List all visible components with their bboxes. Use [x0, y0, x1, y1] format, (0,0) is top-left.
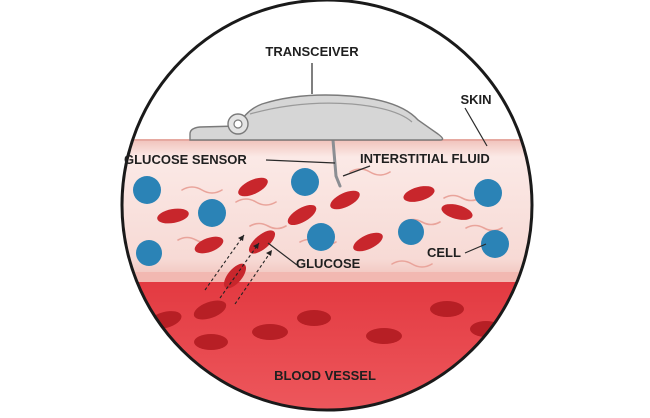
strand	[465, 224, 503, 232]
vessel-wall	[122, 272, 532, 282]
glucose-molecule	[441, 204, 473, 220]
transceiver-knob-center	[233, 119, 243, 129]
strand	[235, 198, 277, 206]
skin-leader	[464, 107, 488, 147]
circle-outline	[120, 0, 534, 412]
glucose-sensor-filament	[331, 138, 342, 188]
cell-leader	[464, 243, 487, 254]
interstitial-fluid-label: INTERSTITIAL FLUID	[360, 151, 490, 166]
cell	[307, 223, 335, 251]
blood-cell	[297, 310, 331, 326]
transceiver-body	[189, 94, 444, 141]
diffusion-arrow	[219, 242, 260, 299]
cell	[198, 199, 226, 227]
arrowhead	[266, 250, 272, 256]
blood-cell	[252, 324, 288, 340]
diffusion-arrow	[204, 234, 245, 291]
cell	[398, 219, 424, 245]
glucose-sensor-label: GLUCOSE SENSOR	[124, 152, 247, 167]
arrowhead	[253, 243, 259, 249]
glucose-molecule	[194, 236, 224, 254]
glucose-molecule	[287, 204, 317, 226]
cells	[133, 168, 509, 266]
strand	[391, 260, 433, 268]
blood-cell	[430, 301, 464, 317]
glucose-leader	[267, 242, 298, 266]
blood-vessel-label: BLOOD VESSEL	[274, 368, 376, 383]
blood-cell	[366, 328, 402, 344]
diffusion-arrows	[204, 234, 273, 305]
blood-cell	[194, 334, 228, 350]
glucose-molecule	[403, 186, 435, 202]
cell	[133, 176, 161, 204]
glucose-molecule	[353, 232, 383, 252]
blood-vessel-region	[122, 282, 532, 410]
cell	[474, 179, 502, 207]
cell	[291, 168, 319, 196]
glucose-molecule	[238, 177, 268, 197]
cell	[136, 240, 162, 266]
interstitial-strands	[177, 168, 503, 268]
transceiver-label: TRANSCEIVER	[265, 44, 359, 59]
blood-cell	[193, 300, 227, 320]
glucose-label: GLUCOSE	[296, 256, 361, 271]
cell-label: CELL	[427, 245, 461, 260]
strand	[443, 194, 481, 202]
strand	[349, 168, 391, 176]
glucose-molecule	[330, 190, 360, 210]
arrowhead	[238, 235, 244, 241]
glucose-molecule	[157, 208, 189, 224]
interstitial-fluid-leader	[342, 165, 371, 177]
strand	[181, 186, 223, 194]
transceiver-edge	[249, 102, 413, 123]
transceiver	[189, 94, 444, 141]
skin-label: SKIN	[460, 92, 491, 107]
diffusion-arrowheads	[238, 235, 272, 256]
strand	[249, 222, 287, 230]
blood-cell	[122, 339, 150, 353]
glucose-sensor-leader	[265, 159, 336, 164]
cell	[481, 230, 509, 258]
